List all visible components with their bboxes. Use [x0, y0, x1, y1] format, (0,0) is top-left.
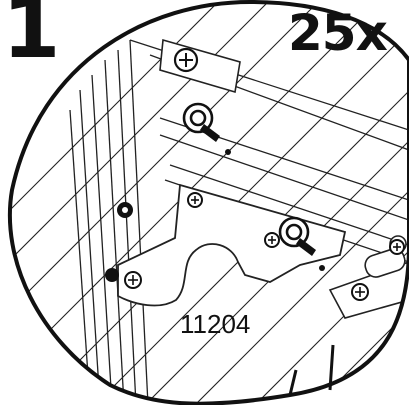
hinge-pin-icon [278, 216, 325, 271]
screw-hole-icon [105, 268, 119, 282]
phillips-screw-icon [187, 192, 203, 208]
part-code-label: 11204 [180, 309, 251, 339]
step-number: 1 [2, 0, 61, 77]
phillips-screw-icon [389, 239, 405, 255]
hinge-bracket-plate [117, 183, 347, 307]
phillips-screw-icon [124, 271, 142, 289]
frame-rail [69, 39, 149, 404]
hinge-pin-icon [182, 102, 231, 155]
phillips-screw-icon [351, 283, 369, 301]
quantity-label: 25x [288, 4, 388, 62]
screw-hole-icon [117, 202, 133, 218]
phillips-screw-icon [173, 47, 199, 73]
phillips-screw-icon [264, 232, 280, 248]
detail-circle-border [7, 0, 409, 406]
